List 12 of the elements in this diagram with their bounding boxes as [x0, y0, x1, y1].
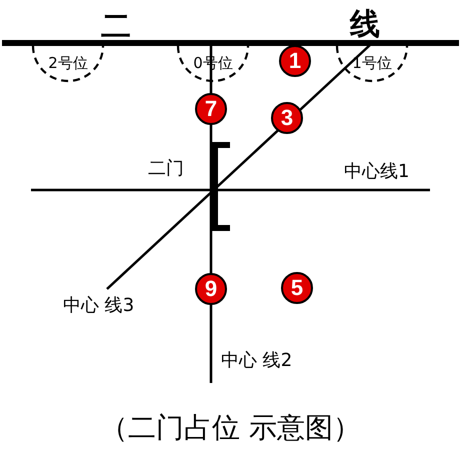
numbered-circle: 7	[195, 93, 227, 125]
gate-label: 二门	[148, 160, 184, 178]
numbered-circle: 5	[281, 272, 313, 304]
heading-character: 线	[350, 10, 380, 40]
numbered-circle: 3	[271, 102, 303, 134]
numbered-circle: 9	[195, 273, 227, 305]
line-label: 中心线1	[344, 163, 410, 181]
line-label: 中心 线2	[221, 352, 292, 370]
heading-character: 二	[101, 12, 131, 42]
numbered-circle: 1	[279, 45, 311, 77]
line-label: 中心 线3	[63, 297, 134, 315]
caption: （二门占位 示意图）	[99, 414, 362, 442]
